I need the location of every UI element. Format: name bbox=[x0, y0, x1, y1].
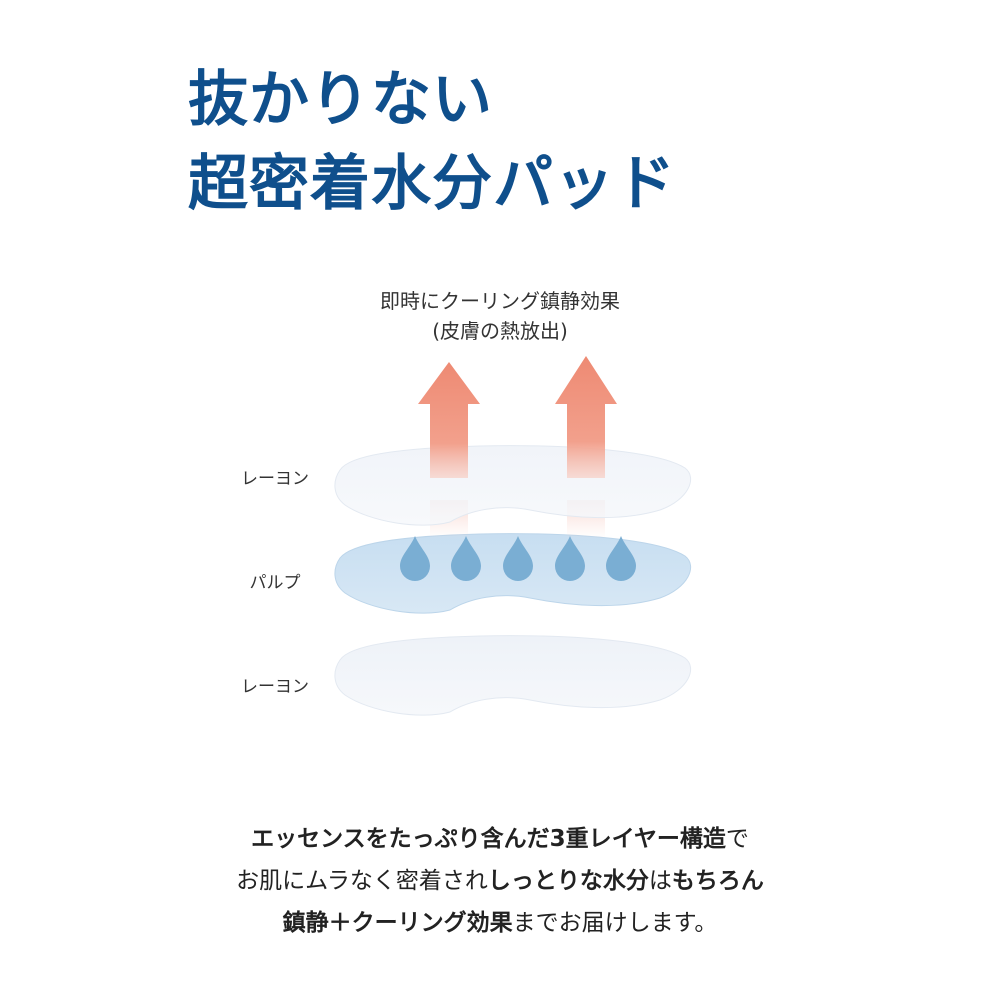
layer-label-rayon-bottom: レーヨン bbox=[241, 677, 309, 697]
description-text: お肌にムラなく密着され bbox=[236, 868, 488, 894]
description-text: は bbox=[648, 868, 672, 894]
water-drop-icon bbox=[400, 536, 430, 581]
description: エッセンスをたっぷり含んだ3重レイヤー構造で お肌にムラなく密着されしっとりな水… bbox=[150, 818, 850, 944]
description-line-1: エッセンスをたっぷり含んだ3重レイヤー構造で bbox=[150, 818, 850, 860]
description-emphasis: しっとりな水分 bbox=[487, 868, 649, 894]
description-emphasis: エッセンスをたっぷり含んだ3重レイヤー構造 bbox=[251, 826, 726, 852]
water-drop-icon bbox=[503, 536, 533, 581]
rayon-layer-bottom bbox=[334, 635, 692, 716]
description-line-3: 鎮静＋クーリング効果までお届けします。 bbox=[150, 902, 850, 944]
water-drop-icon bbox=[606, 536, 636, 581]
water-drop-icon bbox=[555, 536, 585, 581]
rayon-layer-top bbox=[334, 445, 692, 526]
headline-line-2: 超密着水分パッド bbox=[188, 149, 676, 219]
water-drops bbox=[400, 536, 636, 581]
layer-label-pulp: パルプ bbox=[249, 573, 301, 593]
headline-line-1: 抜かりない bbox=[188, 65, 493, 135]
heat-arrow-right bbox=[555, 356, 617, 478]
headline: 抜かりない 超密着水分パッド bbox=[188, 58, 676, 226]
water-drop-icon bbox=[451, 536, 481, 581]
description-emphasis: 鎮静＋クーリング効果 bbox=[282, 910, 513, 936]
caption-line-1: 即時にクーリング鎮静効果 bbox=[380, 289, 620, 313]
caption-line-2: (皮膚の熱放出) bbox=[432, 319, 568, 343]
cooling-effect-caption: 即時にクーリング鎮静効果 (皮膚の熱放出) bbox=[300, 286, 700, 346]
description-line-2: お肌にムラなく密着されしっとりな水分はもちろん bbox=[150, 860, 850, 902]
heat-arrow-left bbox=[418, 362, 480, 478]
layer-label-rayon-top: レーヨン bbox=[241, 469, 309, 489]
description-emphasis: もちろん bbox=[671, 868, 764, 894]
description-text: までお届けします。 bbox=[512, 910, 718, 936]
description-text: で bbox=[725, 826, 749, 852]
